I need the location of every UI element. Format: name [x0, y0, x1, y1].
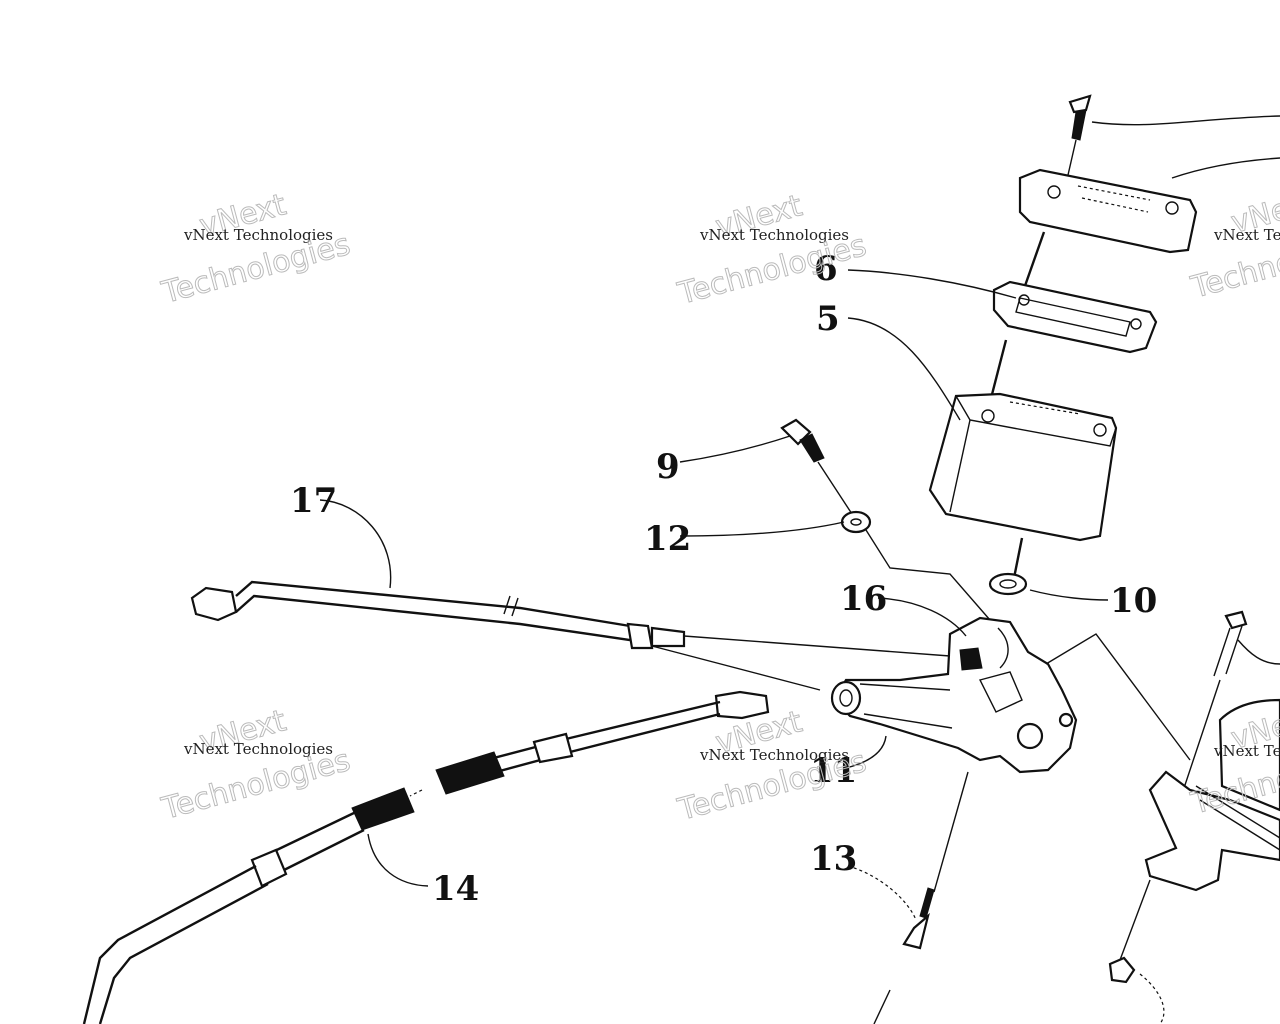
washer-10: [988, 572, 1109, 601]
svg-text:vNext Technologies: vNext Technologies: [183, 226, 333, 244]
watermark-bottom-center: vNext vNext Technologies Technologies: [673, 704, 870, 829]
bolt-13: [847, 771, 969, 950]
callout-16: 16: [840, 579, 887, 619]
hose-14: [82, 690, 770, 1024]
svg-text:vNext Technologies: vNext Technologies: [699, 226, 849, 244]
bolt-9: [780, 418, 853, 515]
reservoir: [928, 392, 1118, 542]
leader-16: [877, 597, 967, 637]
leader-9: [679, 435, 791, 463]
watermark-bottom-left: vNext vNext Technologies Technologies: [157, 703, 354, 828]
callout-10: 10: [1110, 581, 1157, 621]
callout-5: 5: [816, 299, 840, 339]
svg-text:vNext Technologies: vNext Technologies: [1213, 226, 1280, 244]
leader-12: [679, 521, 845, 537]
watermark-top-right: vNext vNext Technologies Technologies: [1187, 184, 1280, 307]
callout-6: 6: [814, 249, 838, 289]
watermark-top-left: vNext vNext Technologies Technologies: [157, 187, 354, 312]
reservoir-cover: [1018, 157, 1280, 254]
cable-17: [190, 499, 951, 691]
diaphragm: [992, 280, 1158, 354]
callout-12: 12: [644, 519, 691, 559]
leader-11: [845, 735, 887, 769]
master-cylinder: [830, 616, 1078, 774]
callout-9: 9: [656, 447, 680, 487]
leader-5: [847, 317, 961, 421]
leader-6: [847, 269, 1017, 299]
svg-text:vNext Technologies: vNext Technologies: [183, 740, 333, 758]
watermark-top-center: vNext vNext Technologies Technologies: [673, 188, 870, 313]
callout-17: 17: [290, 481, 337, 521]
lever-assembly: [1045, 610, 1280, 1024]
callout-13: 13: [810, 839, 857, 879]
svg-text:vNext Technologies: vNext Technologies: [1213, 742, 1280, 760]
callout-11: 11: [810, 751, 857, 791]
svg-text:vNext Technologies: vNext Technologies: [699, 746, 849, 764]
callout-14: 14: [432, 869, 479, 909]
